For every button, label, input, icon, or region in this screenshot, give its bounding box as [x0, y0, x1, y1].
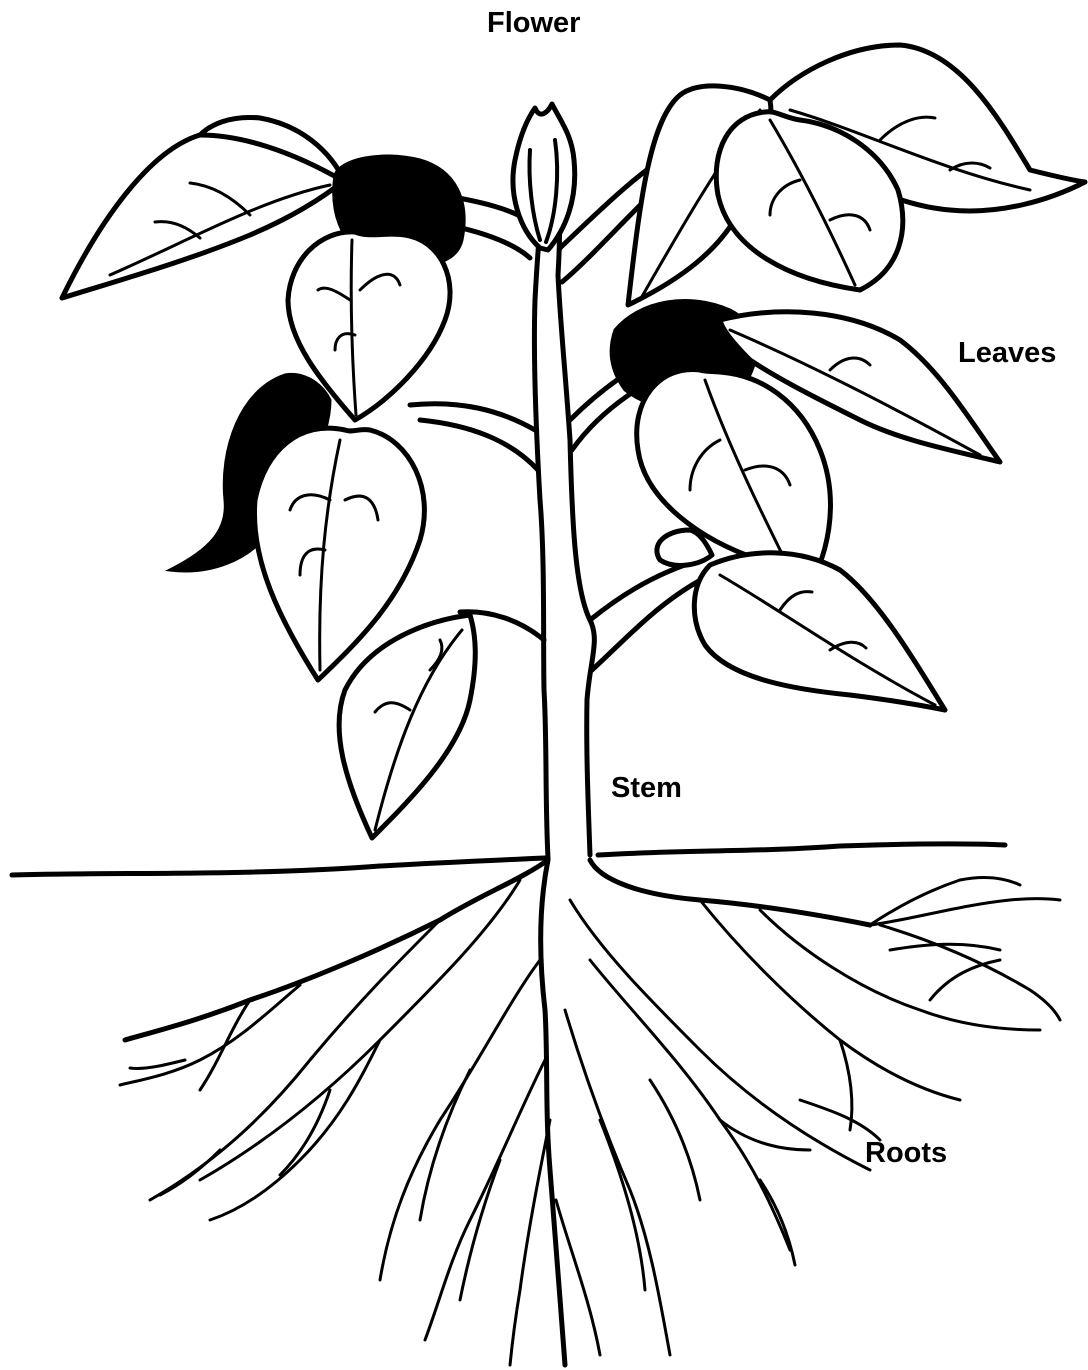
leaf-lower-left [339, 615, 475, 838]
label-roots: Roots [865, 1137, 947, 1169]
leaf-lower-right [694, 553, 945, 710]
ground-line [12, 844, 1005, 875]
label-leaves: Leaves [958, 337, 1056, 369]
label-flower: Flower [487, 7, 580, 39]
label-stem: Stem [611, 772, 682, 804]
flower-bud [513, 104, 575, 250]
roots [120, 860, 1060, 1365]
